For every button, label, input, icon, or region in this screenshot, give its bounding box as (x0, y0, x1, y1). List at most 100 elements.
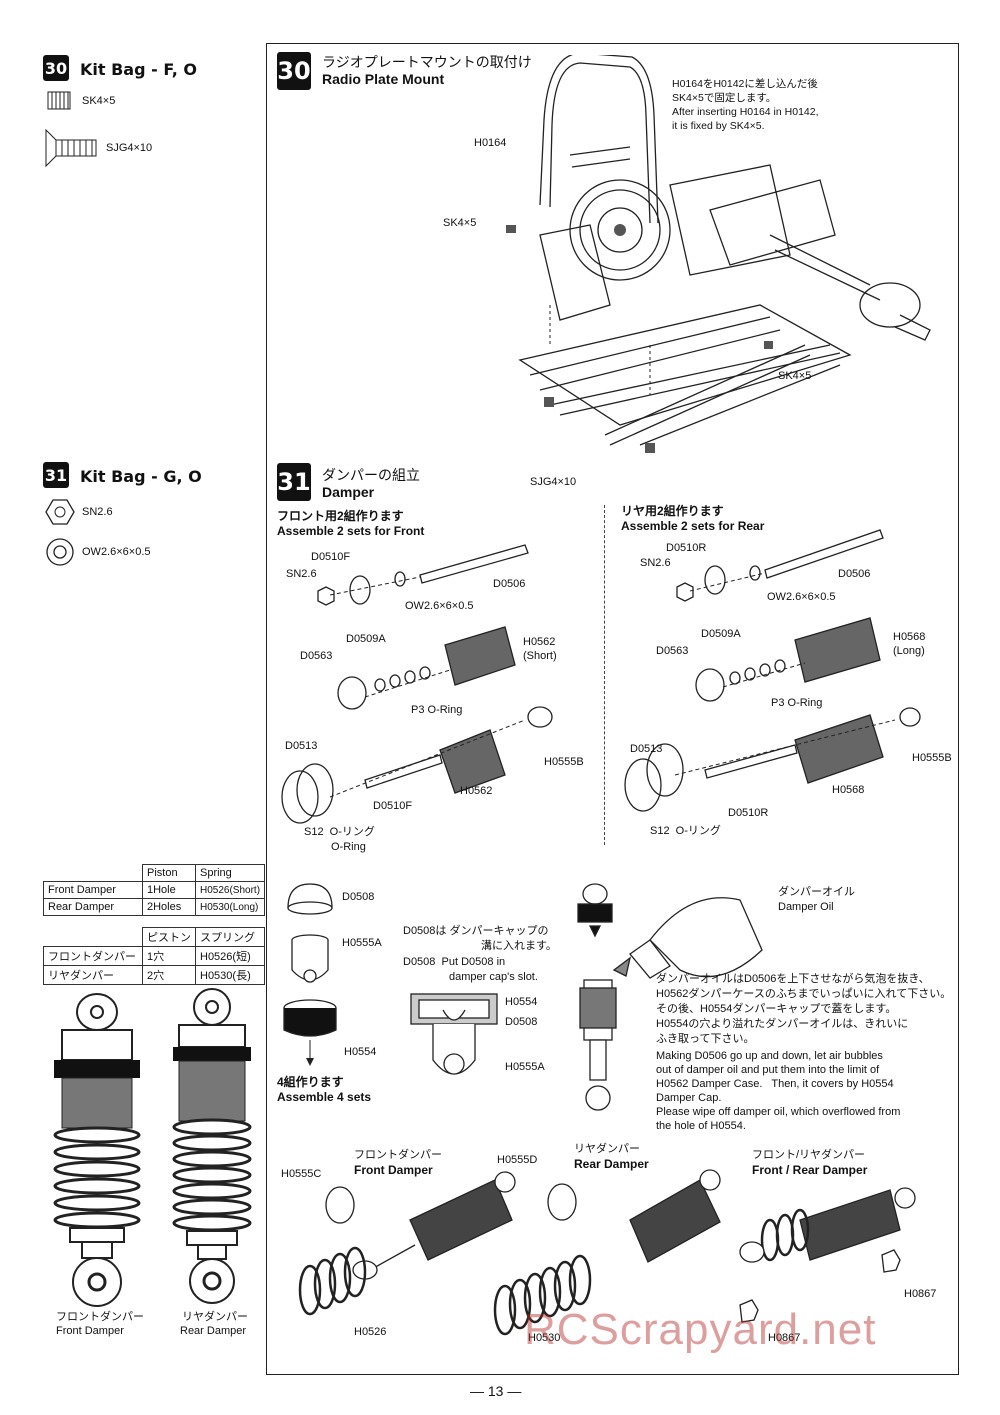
front-label-h0562-b: H0562 (460, 785, 493, 797)
label-sk4x5-right: SK4×5 (778, 370, 812, 382)
table-header: スプリング (195, 927, 265, 947)
watermark: RCScrapyard.net (524, 1305, 877, 1354)
table-cell: Rear Damper (43, 898, 143, 916)
table-header: ピストン (142, 927, 196, 947)
rear-label-d0506: D0506 (838, 568, 871, 580)
rear-label-d0510r-b: D0510R (728, 807, 769, 819)
step-30-title-jp: ラジオプレートマウントの取付け (322, 54, 532, 70)
step-30-badge: 30 (43, 55, 69, 81)
nut-sn26-icon (45, 499, 75, 525)
rear-label-d0513: D0513 (630, 743, 663, 755)
rear-label-p3-oring: P3 O-Ring (771, 697, 823, 709)
label-h0164: H0164 (474, 137, 507, 149)
step-30-note-en-2: it is fixed by SK4×5. (672, 120, 765, 132)
cap-note-jp-2: 溝に入れます。 (481, 940, 557, 952)
front-damper-exploded-drawing (281, 544, 553, 824)
table-header: Piston (142, 864, 196, 882)
table-cell: フロントダンパー (43, 946, 143, 966)
rear-damper-caption-jp: リヤダンパー (182, 1311, 248, 1323)
step-31-title-en: Damper (322, 484, 375, 500)
washer-ow-icon (46, 538, 74, 566)
table-header (43, 927, 143, 947)
cap-label-h0555a: H0555A (342, 937, 382, 949)
step-30-note-en-1: After inserting H0164 in H0142, (672, 106, 819, 118)
section-label-h0555a: H0555A (505, 1061, 545, 1073)
cap-label-d0508: D0508 (342, 891, 375, 903)
damper-cap-section-drawing (410, 993, 498, 1075)
rear-damper-caption-en: Rear Damper (180, 1325, 247, 1337)
oil-instr-en-1: Making D0506 go up and down, let air bub… (656, 1050, 883, 1062)
table-cell: リヤダンパー (43, 965, 143, 985)
final-label-h0530: H0530 (528, 1332, 561, 1344)
table-cell: H0526(短) (195, 946, 265, 966)
final-both-jp: フロント/リヤダンパー (752, 1149, 866, 1161)
front-label-oring: O-Ring (331, 841, 366, 853)
front-rear-divider (604, 505, 605, 845)
rear-label-s12: S12 O-リング (650, 825, 721, 837)
final-label-h0867-bottom: H0867 (768, 1332, 801, 1344)
step-30-note-jp-2: SK4×5で固定します。 (672, 92, 777, 104)
final-label-h0867-right: H0867 (904, 1288, 937, 1300)
oil-instr-en-6: the hole of H0554. (656, 1120, 746, 1132)
front-label-d0563: D0563 (300, 650, 333, 662)
table-header (43, 864, 143, 882)
front-set-heading-jp: フロント用2組作ります (277, 509, 404, 523)
screw-sjg4x10-icon (45, 128, 97, 168)
step-31-number: 31 (277, 463, 311, 501)
front-set-heading-en: Assemble 2 sets for Front (277, 524, 425, 538)
final-front-en: Front Damper (354, 1163, 433, 1177)
front-label-d0510f-b: D0510F (373, 800, 413, 812)
table-cell: 2穴 (142, 965, 196, 985)
front-label-sn26: SN2.6 (286, 568, 317, 580)
final-damper-assembly-drawing (298, 1169, 916, 1336)
assemble-4-sets-jp: 4組作ります (277, 1075, 344, 1089)
instruction-frame (266, 43, 959, 1375)
damper-cap-exploded-drawing (283, 883, 337, 1066)
front-label-short: (Short) (523, 650, 557, 662)
final-front-jp: フロントダンパー (354, 1149, 442, 1161)
final-label-h0526: H0526 (354, 1326, 387, 1338)
final-rear-en: Rear Damper (574, 1157, 649, 1171)
table-cell: 1Hole (142, 881, 196, 899)
oil-instr-en-4: Damper Cap. (656, 1092, 722, 1104)
front-damper-caption-jp: フロントダンパー (56, 1311, 144, 1323)
step-31-badge: 31 (43, 462, 69, 488)
front-label-ow: OW2.6×6×0.5 (405, 600, 474, 612)
section-label-d0508: D0508 (505, 1016, 538, 1028)
rear-label-d0563: D0563 (656, 645, 689, 657)
front-label-d0513: D0513 (285, 740, 318, 752)
step-30-note-jp-1: H0164をH0142に差し込んだ後 (672, 78, 818, 90)
oil-label-jp: ダンパーオイル (778, 886, 855, 898)
table-header: Spring (194, 864, 266, 882)
rear-label-long: (Long) (893, 645, 925, 657)
cap-note-jp-1: D0508は ダンパーキャップの (403, 925, 549, 937)
front-label-h0555b: H0555B (544, 756, 584, 768)
front-label-s12: S12 O-リング (304, 826, 375, 838)
section-label-h0554: H0554 (505, 996, 538, 1008)
rear-label-d0509a: D0509A (701, 628, 741, 640)
oil-instr-jp-5: ふき取って下さい。 (656, 1033, 755, 1045)
rear-set-heading-en: Assemble 2 sets for Rear (621, 519, 765, 533)
cap-note-en-2: damper cap's slot. (449, 971, 538, 983)
page-number: — 13 — (470, 1383, 522, 1399)
front-label-d0506: D0506 (493, 578, 526, 590)
front-damper-illustration (53, 993, 141, 1307)
part-ow-label: OW2.6×6×0.5 (82, 546, 151, 558)
screw-sk4x5-icon (47, 91, 71, 110)
oil-filling-drawing (577, 883, 763, 1111)
label-sjg4x10: SJG4×10 (530, 476, 577, 488)
rear-set-heading-jp: リヤ用2組作ります (621, 504, 724, 518)
step-31-title-jp: ダンパーの組立 (322, 467, 420, 483)
oil-instr-en-2: out of damper oil and put them into the … (656, 1064, 880, 1076)
table-cell: H0526(Short) (194, 881, 266, 899)
assemble-4-sets-en: Assemble 4 sets (277, 1090, 372, 1104)
cap-label-h0554: H0554 (344, 1046, 377, 1058)
rear-label-h0555b: H0555B (912, 752, 952, 764)
rear-label-sn26: SN2.6 (640, 557, 671, 569)
front-damper-caption-en: Front Damper (56, 1325, 124, 1337)
part-sn26-label: SN2.6 (82, 506, 113, 518)
table-cell: 2Holes (142, 898, 196, 916)
final-label-h0555d: H0555D (497, 1154, 538, 1166)
